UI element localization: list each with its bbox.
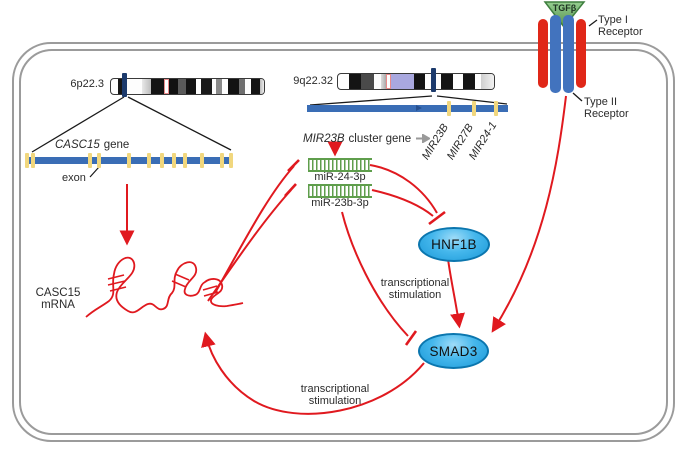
mrna-stem-hatches [107, 273, 219, 297]
tgfb-ligand-label: TGFβ [552, 3, 577, 13]
red-arrows [119, 95, 567, 415]
type2-receptor-bar-left [538, 19, 548, 88]
tbar-mir23b [284, 183, 297, 197]
inhibit-mir23b-to-smad3 [341, 211, 409, 337]
chr9-ideogram [337, 73, 495, 90]
stimulation-label-upper: transcriptional stimulation [380, 277, 450, 301]
chr9-expansion-lines [309, 95, 508, 106]
tbar-hnf1b [428, 210, 446, 226]
mrna-structure-drawing [85, 256, 244, 318]
chr6-ideogram [110, 78, 265, 95]
cluster-gene-arrow-icon [416, 133, 432, 144]
type2-receptor-label: Type II Receptor [584, 96, 629, 120]
type1-leader-line [588, 19, 598, 27]
tbar-mir24 [287, 159, 300, 172]
tgfb-ligand-triangle [543, 1, 586, 29]
mir24-label: miR-24-3p [314, 171, 366, 183]
cell-membrane [12, 42, 675, 442]
arrow-receptor-to-smad3 [491, 95, 567, 333]
mir-cluster-gene-bar [307, 105, 508, 112]
type2-receptor-bar-right [576, 19, 586, 88]
mir23b-label: miR-23b-3p [311, 197, 369, 209]
chr6-expansion-lines [31, 96, 232, 153]
tbar-smad3 [404, 330, 418, 346]
inhibit-mir24-to-hnf1b [369, 164, 438, 214]
arrow-hnf1b-to-smad3 [447, 258, 465, 329]
smad3-node: SMAD3 [418, 333, 489, 369]
gene-direction-icon [416, 105, 422, 111]
arrow-smad3-to-mrna [201, 331, 425, 415]
mir23b-duplex [308, 184, 372, 198]
type1-receptor-bar-left [550, 15, 561, 93]
chr6-locus-marker [122, 73, 127, 97]
type2-leader-line [572, 92, 583, 102]
inhibit-mrna-to-mir23b [207, 189, 292, 302]
casc15-mrna-label: CASC15 mRNA [35, 287, 81, 311]
type1-receptor-bar-right [563, 15, 574, 93]
chr9-locus-marker [431, 68, 436, 92]
inhibit-mir23b-to-hnf1b [371, 189, 434, 217]
exon-label: exon [62, 172, 86, 184]
hnf1b-node: HNF1B [418, 227, 490, 262]
mir24-duplex [308, 158, 372, 172]
type1-receptor-label: Type I Receptor [598, 14, 643, 38]
chr9-band-label: 9q22.32 [293, 75, 333, 87]
exon-leader-line [89, 166, 100, 178]
chr6-band-label: 6p22.3 [70, 78, 104, 90]
stimulation-label-lower: transcriptional stimulation [300, 383, 370, 407]
